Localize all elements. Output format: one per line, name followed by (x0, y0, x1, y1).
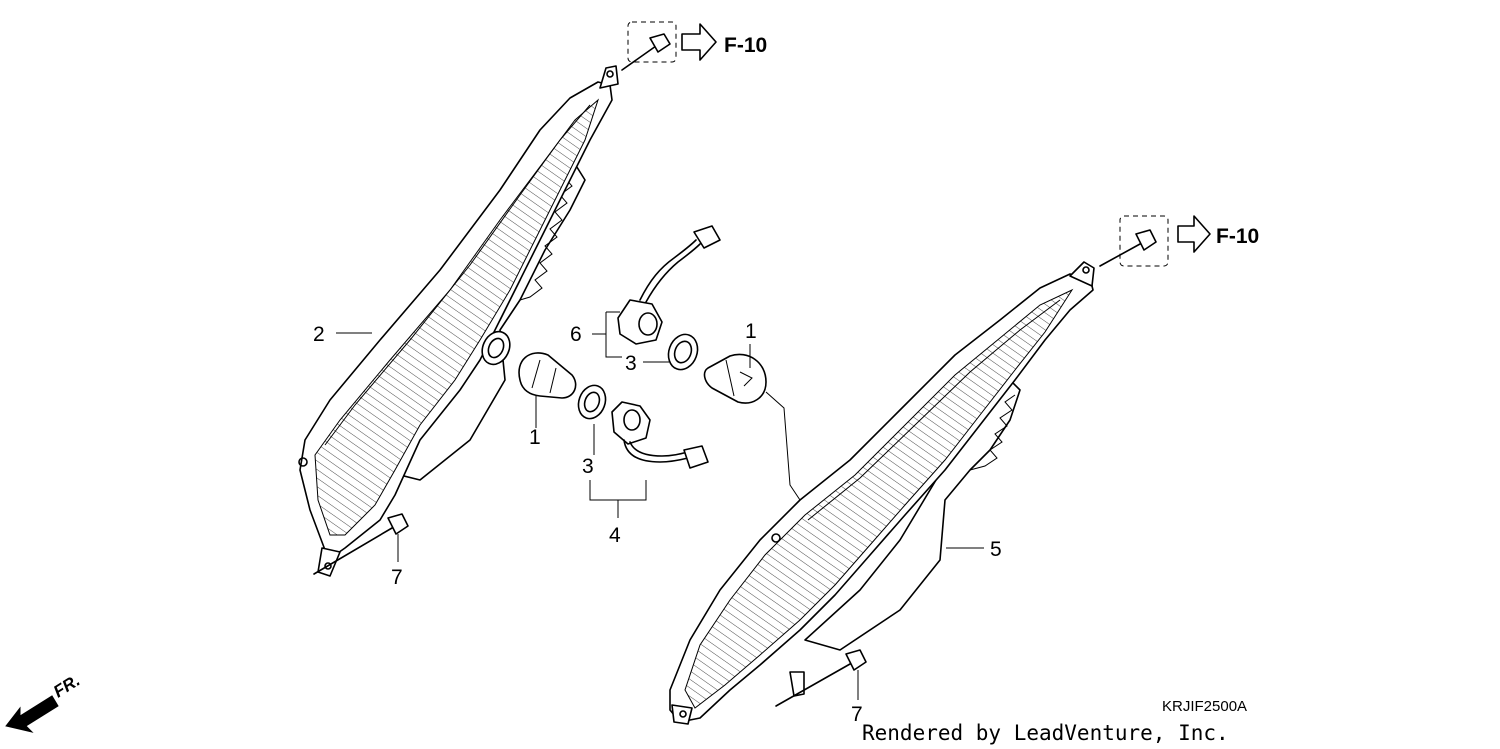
gasket-lower (577, 384, 607, 420)
socket-harness-lower (611, 401, 709, 469)
leader-lines (336, 311, 984, 700)
left-tail-light-housing (298, 65, 619, 577)
screw-lower-right (775, 649, 867, 707)
callout-7-left: 7 (391, 566, 403, 589)
ref-label-right: F-10 (1216, 225, 1259, 248)
callout-3-lower: 3 (582, 455, 594, 478)
bulb-right (703, 353, 767, 404)
screw-upper-left (621, 21, 677, 71)
callout-1-left: 1 (529, 426, 541, 449)
right-tail-light-housing (669, 261, 1095, 725)
front-arrow-icon (5, 695, 59, 733)
reference-arrow-left (681, 23, 717, 61)
callout-2: 2 (313, 323, 325, 346)
callout-6: 6 (570, 323, 582, 346)
diagram-code: KRJIF2500A (1162, 698, 1247, 715)
screw-upper-right (1099, 215, 1169, 267)
callout-1-right: 1 (745, 320, 757, 343)
callout-3-upper: 3 (625, 352, 637, 375)
ref-label-left: F-10 (724, 34, 767, 57)
callout-4: 4 (609, 524, 621, 547)
render-credit: Rendered by LeadVenture, Inc. (862, 721, 1229, 745)
front-direction-indicator: FR. (5, 671, 83, 733)
bulb-left (518, 352, 577, 399)
socket-harness-upper (617, 225, 721, 345)
screw-lower-left (313, 513, 409, 575)
front-direction-label: FR. (50, 671, 83, 702)
gasket-upper (667, 333, 699, 371)
reference-arrow-right (1177, 215, 1211, 253)
callout-7-right: 7 (851, 703, 863, 726)
callout-5: 5 (990, 538, 1002, 561)
